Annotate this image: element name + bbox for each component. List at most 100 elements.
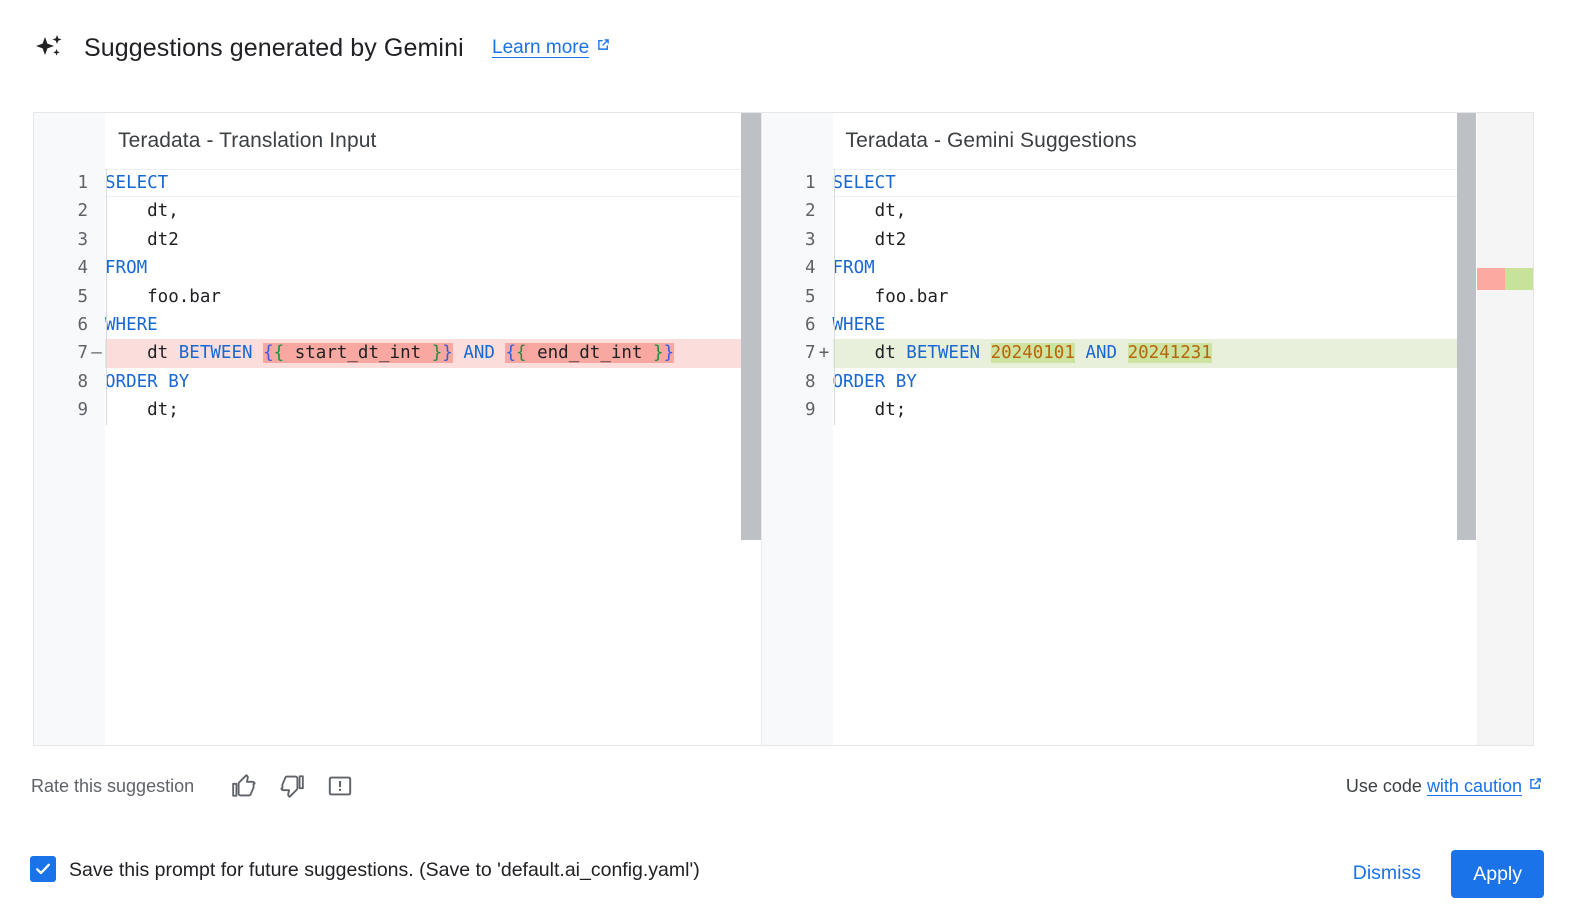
rating-bar: Rate this suggestion xyxy=(0,762,1574,810)
code-line[interactable]: 5 foo.bar xyxy=(762,282,1533,311)
indent-guide xyxy=(106,367,107,397)
line-text: WHERE xyxy=(832,310,1533,340)
code-token xyxy=(980,343,991,363)
line-number: 2 xyxy=(804,201,816,222)
code-token: dt, xyxy=(832,201,907,222)
use-code-prefix: Use code xyxy=(1345,776,1422,796)
code-line[interactable]: 1 SELECT xyxy=(34,169,761,198)
scrollbar-thumb-right[interactable] xyxy=(1457,113,1477,540)
report-icon[interactable] xyxy=(324,770,356,802)
code-token: SELECT xyxy=(105,173,169,193)
learn-more-link[interactable]: Learn more xyxy=(492,34,612,62)
code-token: ORDER BY xyxy=(832,371,917,392)
code-line[interactable]: 7— dt BETWEEN {{ start_dt_int }} AND {{ … xyxy=(34,339,761,368)
code-line[interactable]: 5 foo.bar xyxy=(34,282,761,311)
code-token xyxy=(453,343,464,363)
line-number: 7 xyxy=(77,343,88,364)
code-token: dt; xyxy=(105,400,179,421)
line-number: 8 xyxy=(804,371,816,392)
indent-guide xyxy=(833,310,835,340)
thumb-down-icon[interactable] xyxy=(276,770,308,802)
code-token: AND xyxy=(463,343,495,364)
indent-guide xyxy=(833,254,835,283)
page-title: Suggestions generated by Gemini xyxy=(84,34,464,62)
code-line[interactable]: 6 WHERE xyxy=(34,310,761,340)
scrollbar-thumb-left[interactable] xyxy=(740,113,761,540)
code-token: dt xyxy=(105,343,179,364)
indent-guide xyxy=(106,225,107,255)
dismiss-button[interactable]: Dismiss xyxy=(1345,854,1429,892)
code-token: WHERE xyxy=(832,314,886,335)
indent-guide xyxy=(833,282,835,311)
indent-guide xyxy=(106,197,107,226)
code-line[interactable]: 3 dt2 xyxy=(762,225,1533,255)
line-text: dt, xyxy=(105,197,761,226)
use-code-caution: Use code with caution xyxy=(1346,772,1544,800)
indent-guide xyxy=(833,197,835,226)
code-token: foo.bar xyxy=(832,286,949,307)
line-text: ORDER BY xyxy=(832,367,1533,397)
line-number: 6 xyxy=(77,314,88,335)
indent-guide xyxy=(833,339,835,368)
with-caution-link[interactable]: with caution xyxy=(1426,776,1522,796)
external-link-icon xyxy=(595,34,612,62)
line-text: dt; xyxy=(832,396,1533,425)
line-number: 9 xyxy=(77,400,88,421)
indent-guide xyxy=(833,169,835,198)
code-token: dt; xyxy=(832,400,907,421)
code-line[interactable]: 7+ dt BETWEEN 20240101 AND 20241231 xyxy=(762,339,1533,368)
indent-guide xyxy=(833,367,835,397)
overview-ruler[interactable] xyxy=(1476,113,1533,745)
code-line[interactable]: 9 dt; xyxy=(762,396,1533,425)
line-number: 5 xyxy=(804,286,816,307)
indent-guide xyxy=(833,396,835,425)
code-token xyxy=(1075,343,1086,363)
line-text: dt2 xyxy=(832,225,1533,255)
pane-title-right: Teradata - Gemini Suggestions xyxy=(845,129,1137,152)
line-number: 7 xyxy=(804,343,816,364)
diff-marker: — xyxy=(91,343,102,364)
apply-button[interactable]: Apply xyxy=(1451,850,1544,898)
line-number: 1 xyxy=(77,173,88,193)
line-number: 9 xyxy=(804,400,816,421)
line-text: foo.bar xyxy=(105,282,761,311)
code-token: ORDER BY xyxy=(105,371,190,392)
overview-marker-deleted xyxy=(1477,268,1505,290)
vertical-scrollbar-right[interactable] xyxy=(1457,113,1477,745)
code-line[interactable]: 8 ORDER BY xyxy=(34,367,761,397)
panel-footer: Save this prompt for future suggestions.… xyxy=(0,838,1574,918)
thumb-up-icon[interactable] xyxy=(228,770,260,802)
code-token xyxy=(1117,343,1128,363)
code-line[interactable]: 9 dt; xyxy=(34,396,761,425)
code-token: BETWEEN xyxy=(906,343,981,364)
code-line[interactable]: 3 dt2 xyxy=(34,225,761,255)
code-token: FROM xyxy=(832,258,875,279)
code-token: SELECT xyxy=(832,173,896,193)
save-prompt-checkbox[interactable] xyxy=(30,856,56,882)
code-line[interactable]: 2 dt, xyxy=(34,197,761,226)
line-number: 8 xyxy=(77,371,88,392)
rate-label: Rate this suggestion xyxy=(31,776,195,796)
code-token: WHERE xyxy=(105,314,158,335)
code-line[interactable]: 8 ORDER BY xyxy=(762,367,1533,397)
code-token: dt2 xyxy=(832,229,907,250)
indent-guide xyxy=(106,396,107,425)
code-token: FROM xyxy=(105,258,148,279)
line-text: FROM xyxy=(105,254,761,283)
vertical-scrollbar-left[interactable] xyxy=(740,113,761,745)
overview-marker-added xyxy=(1505,268,1533,290)
line-text: foo.bar xyxy=(832,282,1533,311)
template-token: {{ end_dt_int }} xyxy=(505,343,675,364)
code-token: AND xyxy=(1085,343,1118,364)
rating-icons xyxy=(228,770,356,802)
line-text: dt; xyxy=(105,396,761,425)
code-line[interactable]: 2 dt, xyxy=(762,197,1533,226)
learn-more-label: Learn more xyxy=(492,37,590,58)
code-token xyxy=(253,343,264,363)
